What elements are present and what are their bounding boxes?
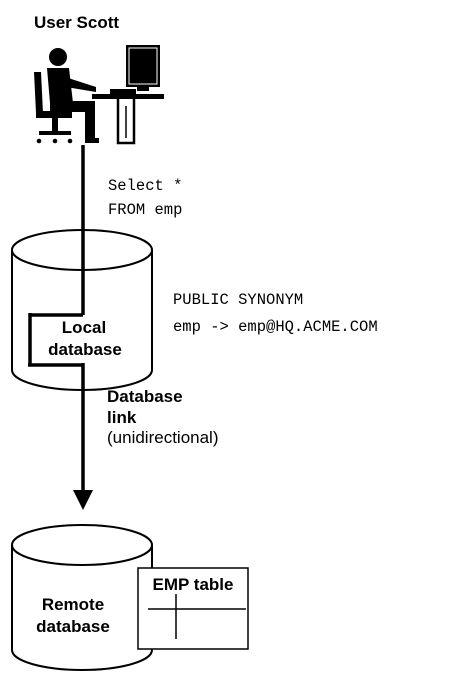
- query-line-2: FROM emp: [108, 201, 182, 219]
- synonym-line-1: PUBLIC SYNONYM: [173, 291, 303, 309]
- remote-db-label-2: database: [36, 617, 110, 636]
- db-link-label-1: Database: [107, 387, 183, 406]
- local-db-label-1: Local: [62, 318, 106, 337]
- query-line-1: Select *: [108, 177, 182, 195]
- remote-db-label-1: Remote: [42, 595, 104, 614]
- emp-table-title: EMP table: [153, 575, 234, 594]
- synonym-line-2: emp -> emp@HQ.ACME.COM: [173, 318, 378, 336]
- user-title: User Scott: [34, 13, 119, 32]
- db-link-label-2: link: [107, 408, 137, 427]
- remote-database-cylinder: [11, 524, 153, 671]
- emp-table-box: [137, 567, 249, 650]
- db-link-label-3: (unidirectional): [107, 428, 219, 447]
- user-workstation-icon: [34, 45, 164, 145]
- database-link-arrow: [73, 363, 93, 510]
- query-path-line: [28, 145, 85, 367]
- local-db-label-2: database: [48, 340, 122, 359]
